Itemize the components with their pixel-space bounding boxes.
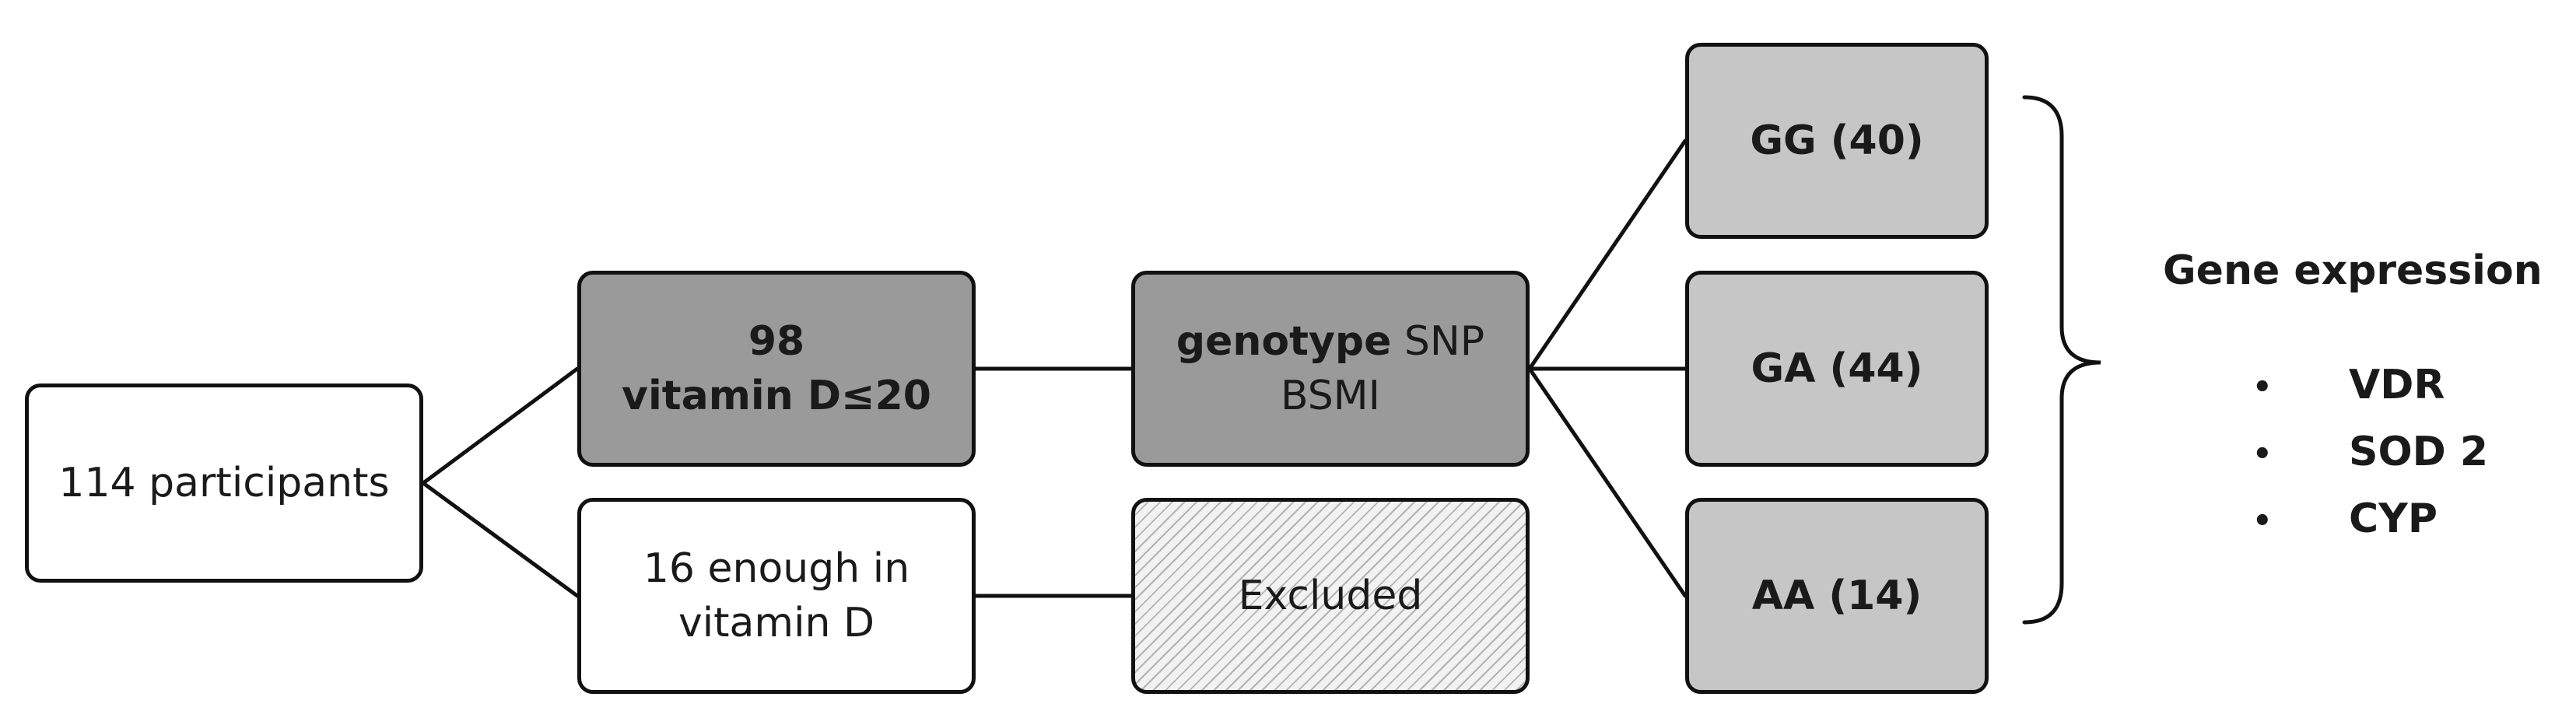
gene-name: SOD 2 <box>2349 429 2489 475</box>
vitamin-d-deficient-box: 98 vitamin D≤20 <box>577 271 976 467</box>
gene-item-cyp: • CYP <box>2252 492 2488 559</box>
genotype-ga-label: GA (44) <box>1751 345 1923 392</box>
genotype-gg-box: GG (40) <box>1685 43 1989 239</box>
genotype-aa-label: AA (14) <box>1751 572 1922 619</box>
genotype-ga-box: GA (44) <box>1685 271 1989 467</box>
gene-item-sod2: • SOD 2 <box>2252 425 2488 492</box>
genotype-bold-word: genotype <box>1176 317 1392 365</box>
genotype-snp-box: genotype SNP BSMI <box>1131 271 1530 467</box>
bullet-icon: • <box>2252 370 2273 405</box>
right-curly-brace <box>2022 95 2101 625</box>
connector-participants-deficient <box>421 366 580 485</box>
excluded-label: Excluded <box>1238 572 1423 619</box>
gene-item-vdr: • VDR <box>2252 358 2488 425</box>
gene-expression-title: Gene expression <box>2163 247 2543 294</box>
genotype-line-1: genotype SNP <box>1176 314 1484 369</box>
connector-genotype-aa <box>1527 366 1688 598</box>
participants-box: 114 participants <box>25 384 423 583</box>
bullet-icon: • <box>2252 503 2273 539</box>
gene-name: CYP <box>2349 496 2438 542</box>
vitamin-d-enough-box: 16 enough in vitamin D <box>577 498 976 694</box>
genotype-line-2: BSMI <box>1281 373 1380 419</box>
connector-genotype-gg <box>1527 138 1688 371</box>
deficient-label: vitamin D≤20 <box>622 373 931 419</box>
gene-name: VDR <box>2349 362 2445 408</box>
excluded-box: Excluded <box>1131 498 1530 694</box>
participants-label: 114 participants <box>58 459 390 506</box>
deficient-count: 98 <box>748 317 805 365</box>
connector-participants-enough <box>421 481 580 598</box>
gene-expression-list: • VDR • SOD 2 • CYP <box>2252 358 2488 559</box>
genotype-gg-label: GG (40) <box>1750 117 1924 164</box>
enough-line-1: 16 enough in <box>643 545 910 592</box>
genotype-aa-box: AA (14) <box>1685 498 1989 694</box>
genotype-snp-text: SNP <box>1391 317 1485 365</box>
bullet-icon: • <box>2252 436 2273 472</box>
enough-line-2: vitamin D <box>678 600 875 646</box>
